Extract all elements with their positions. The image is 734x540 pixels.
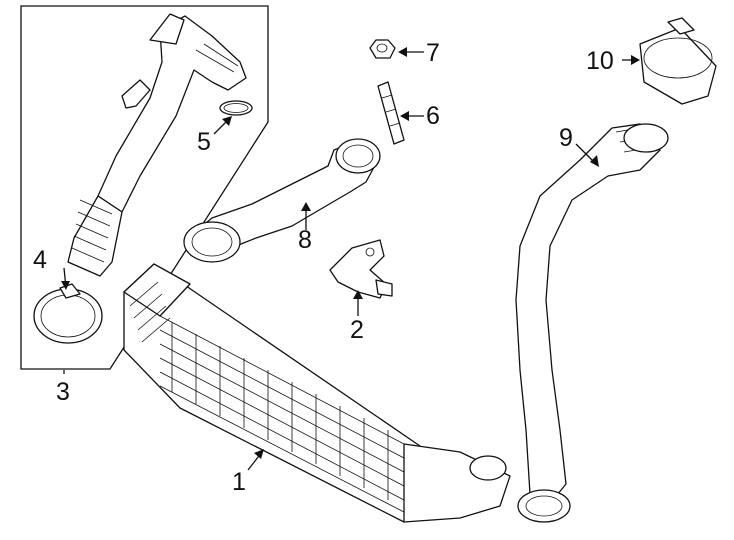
callout-10: 10 (586, 47, 614, 75)
callout-2: 2 (350, 316, 364, 344)
part-6-stud (377, 81, 405, 145)
part-1-intercooler (123, 263, 511, 523)
part-2-bracket (329, 239, 393, 299)
callout-9: 9 (559, 124, 573, 152)
callout-4: 4 (33, 246, 47, 274)
part-5-o-ring (219, 100, 253, 116)
part-8-charge-air-hose (183, 138, 381, 263)
part-10-hose-clamp (639, 17, 717, 105)
callout-8: 8 (298, 226, 312, 254)
part-3-inlet-hose (67, 13, 247, 277)
callout-3: 3 (56, 378, 70, 406)
leader-lines (61, 47, 640, 471)
part-4-hose-clamp (33, 283, 103, 344)
callout-1: 1 (232, 468, 246, 496)
callout-5: 5 (197, 128, 211, 156)
part-9-outlet-hose (515, 123, 669, 523)
callout-7: 7 (426, 39, 440, 67)
callout-6: 6 (426, 102, 440, 130)
part-7-nut (369, 39, 396, 59)
